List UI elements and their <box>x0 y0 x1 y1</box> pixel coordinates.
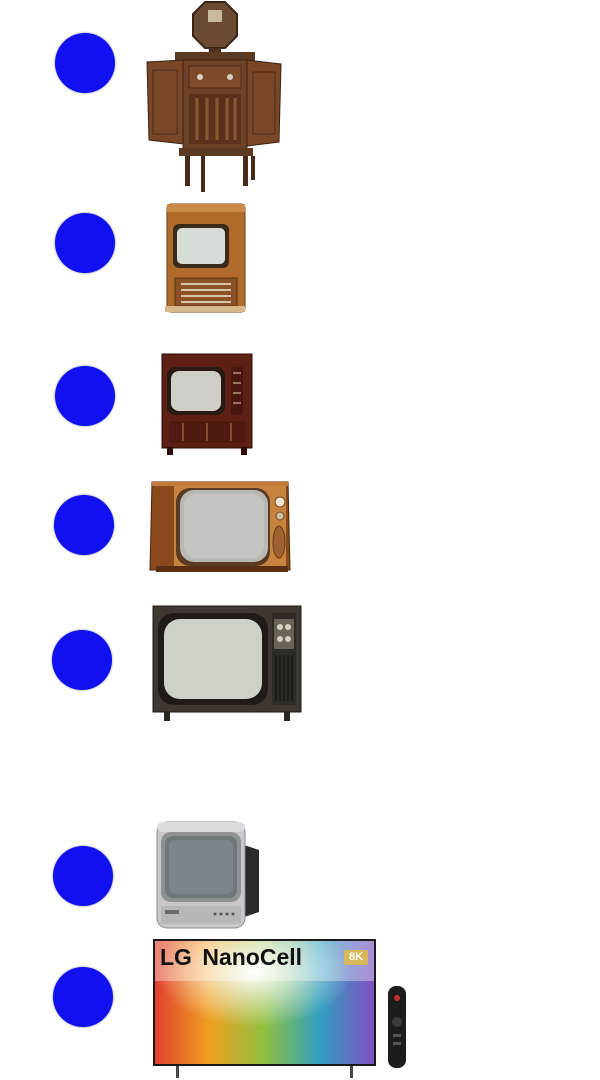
8k-badge: 8K <box>344 950 368 965</box>
lg-brand-label: LG NanoCell <box>160 944 302 971</box>
wooden-tabletop-tv <box>165 202 250 314</box>
mechanical-console-tv <box>145 0 285 200</box>
timeline-dot-2[interactable] <box>55 213 115 273</box>
timeline-dot-3[interactable] <box>55 366 115 426</box>
timeline-dot-4[interactable] <box>54 495 114 555</box>
timeline-dot-1[interactable] <box>55 33 115 93</box>
lg-nanocell-tv <box>152 938 412 1080</box>
mahogany-cabinet-tv <box>161 353 253 455</box>
gray-cabinet-tv <box>152 605 302 723</box>
wood-veneer-tv <box>148 478 293 576</box>
8k-badge-text: 8K <box>348 951 364 963</box>
nanocell-model-text: NanoCell <box>202 944 303 970</box>
timeline-dot-5[interactable] <box>52 630 112 690</box>
silver-crt-tv <box>155 820 263 932</box>
lg-logo-text: LG <box>160 944 192 970</box>
timeline-dot-6[interactable] <box>53 846 113 906</box>
timeline-dot-7[interactable] <box>53 967 113 1027</box>
